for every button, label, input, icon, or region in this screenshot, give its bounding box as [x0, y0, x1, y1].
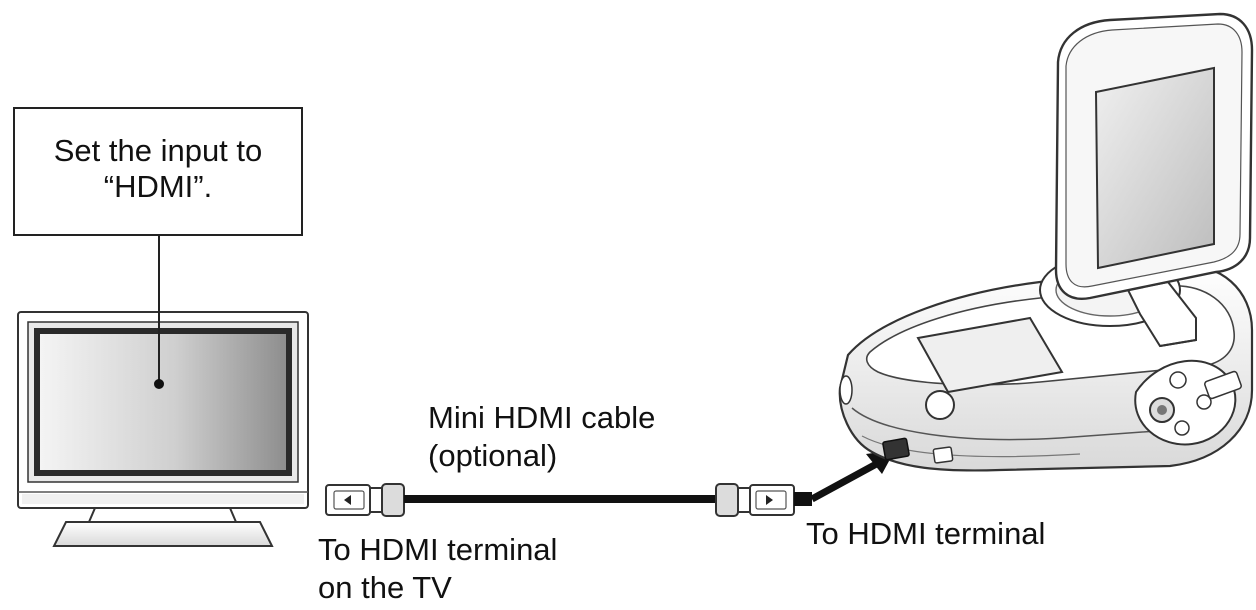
tv-terminal-label-line-2: on the TV: [318, 570, 452, 605]
pointer-dot: [154, 379, 164, 389]
cable-label-line-1: Mini HDMI cable: [428, 400, 656, 435]
mini-hdmi-plug-icon: [715, 483, 795, 517]
hdmi-plug-icon: [325, 483, 405, 517]
camera-terminal-label: To HDMI terminal: [806, 516, 1046, 551]
camcorder-icon: [838, 12, 1254, 472]
cable-label-line-2: (optional): [428, 438, 558, 473]
callout-line-1: Set the input to: [53, 133, 263, 168]
tv-icon: [17, 311, 309, 547]
hdmi-cable: [325, 450, 895, 517]
tv-terminal-label-line-1: To HDMI terminal: [318, 532, 558, 567]
input-instruction-callout: Set the input to “HDMI”.: [13, 107, 303, 236]
callout-line-2: “HDMI”.: [103, 169, 213, 204]
